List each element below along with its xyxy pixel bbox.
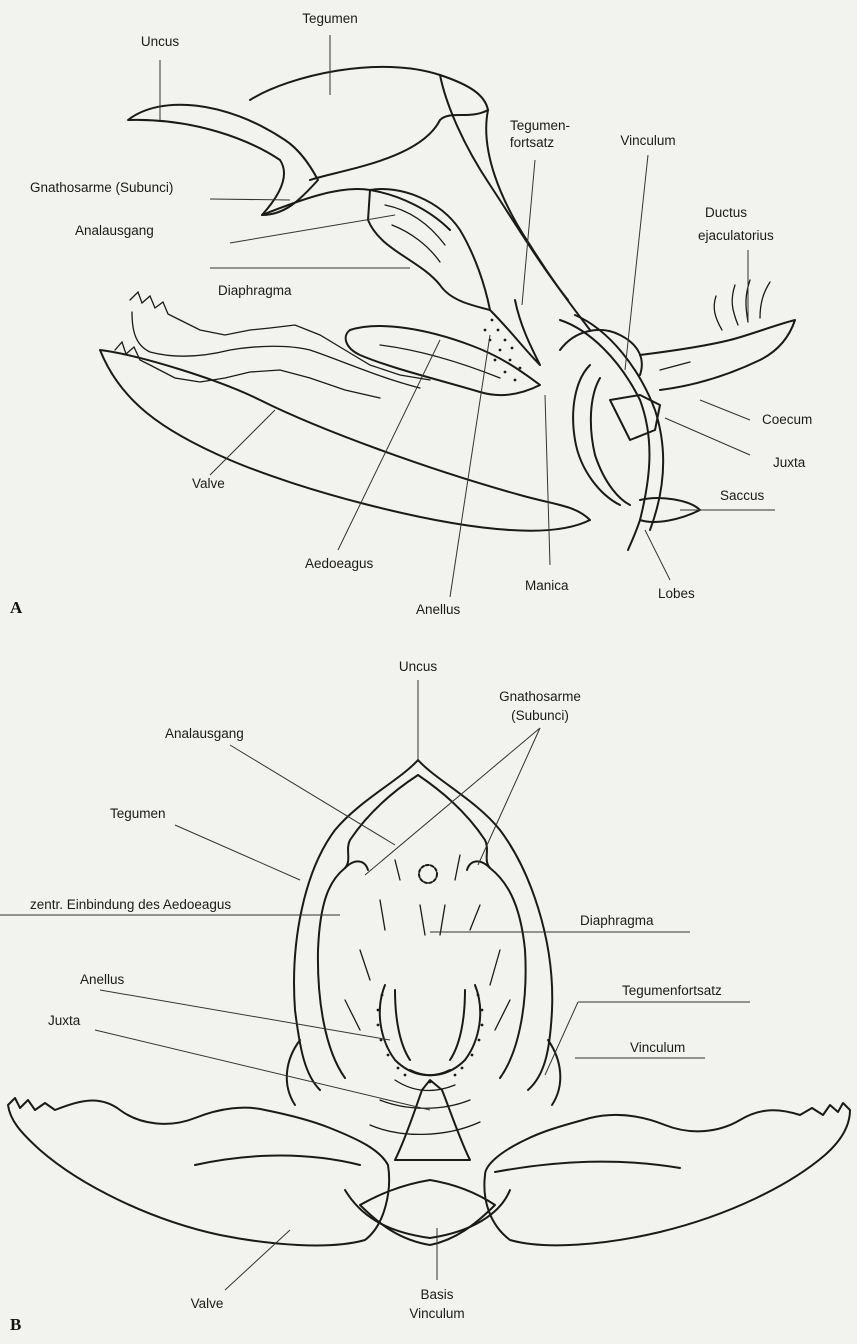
b-juxta-shape [395,1080,470,1160]
label-a-aedoeagus: Aedoeagus [305,556,374,571]
label-a-diaphragma: Diaphragma [218,283,292,298]
b-valve-left-shape [8,1098,389,1245]
a-anellus-dots [484,319,522,382]
label-b-tegumen: Tegumen [110,806,166,821]
b-diaphragma-strokes [345,855,510,1134]
panel-b-labels: Uncus Gnathosarme (Subunci) Analausgang … [10,659,722,1334]
label-a-ductus-2: ejaculatorius [698,228,774,243]
panel-label-b: B [10,1315,21,1334]
a-uncus-shape [128,105,318,215]
label-a-valve: Valve [192,476,225,491]
a-tegumen-shape [250,67,488,180]
label-a-juxta: Juxta [773,455,806,470]
b-anal-opening [419,865,437,883]
label-a-gnathosarme: Gnathosarme (Subunci) [30,180,173,195]
label-b-basis-2: Vinculum [409,1306,464,1321]
label-a-vinculum: Vinculum [620,133,675,148]
label-b-uncus: Uncus [399,659,438,674]
label-b-tegumenfortsatz: Tegumenfortsatz [622,983,722,998]
label-a-uncus: Uncus [141,34,180,49]
b-anellus-dots [377,994,484,1084]
label-a-manica: Manica [525,578,569,593]
label-b-gnathosarme-1: Gnathosarme [499,689,581,704]
panel-a-leaders [160,35,775,597]
label-b-gnathosarme-2: (Subunci) [511,708,569,723]
label-b-anellus: Anellus [80,972,125,987]
label-b-basis-1: Basis [420,1287,453,1302]
label-a-tegumen: Tegumen [302,11,358,26]
panel-label-a: A [10,598,23,617]
label-a-ductus-1: Ductus [705,205,747,220]
label-b-analausgang: Analausgang [165,726,244,741]
label-a-tegumenfortsatz-1: Tegumen- [510,118,570,133]
label-a-tegumenfortsatz-2: fortsatz [510,135,555,150]
b-tegumen-shape [294,760,418,1090]
label-a-analausgang: Analausgang [75,223,154,238]
b-basis-vinculum-shape [360,1180,495,1245]
label-a-lobes: Lobes [658,586,695,601]
label-b-zentr: zentr. Einbindung des Aedoeagus [30,897,231,912]
label-a-coecum: Coecum [762,412,812,427]
label-b-valve: Valve [191,1296,224,1311]
b-valve-right-shape [484,1103,850,1245]
panel-a-labels: Tegumen Uncus Tegumen- fortsatz Vinculum… [10,11,812,617]
label-a-saccus: Saccus [720,488,765,503]
label-b-diaphragma: Diaphragma [580,913,654,928]
label-b-juxta: Juxta [48,1013,81,1028]
a-coecum-shape [640,320,795,390]
label-b-vinculum: Vinculum [630,1040,685,1055]
panel-b-drawing [8,760,850,1245]
label-a-anellus: Anellus [416,602,461,617]
